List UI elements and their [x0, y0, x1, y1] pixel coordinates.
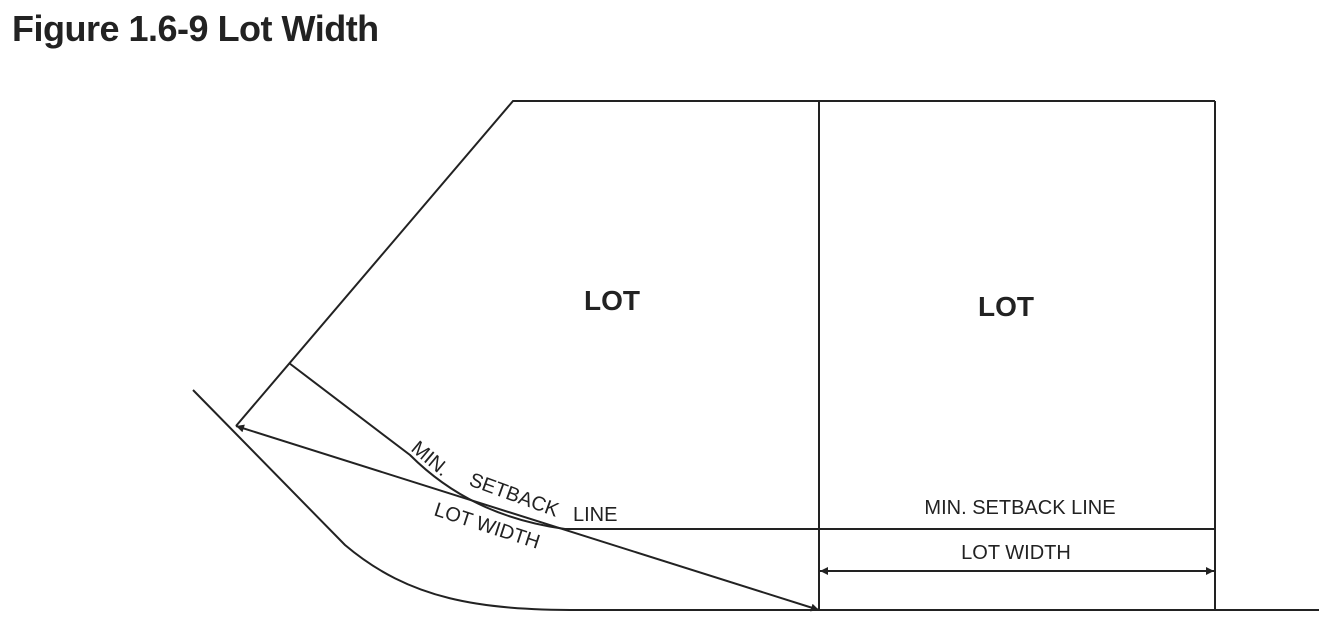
right-setback-label: MIN. SETBACK LINE: [924, 497, 1115, 519]
left-lot-label: LOT: [584, 285, 640, 316]
right-lot-label: LOT: [978, 291, 1034, 322]
left-setback-label-min: MIN.: [407, 437, 453, 481]
left-lot-width-arrow: [235, 424, 820, 612]
right-lot-width-label: LOT WIDTH: [961, 542, 1071, 564]
figure-title: Figure 1.6-9 Lot Width: [12, 8, 379, 49]
left-setback-label-line: LINE: [573, 504, 617, 526]
left-lot-boundary: [235, 100, 1215, 427]
street-line: [192, 389, 1319, 611]
